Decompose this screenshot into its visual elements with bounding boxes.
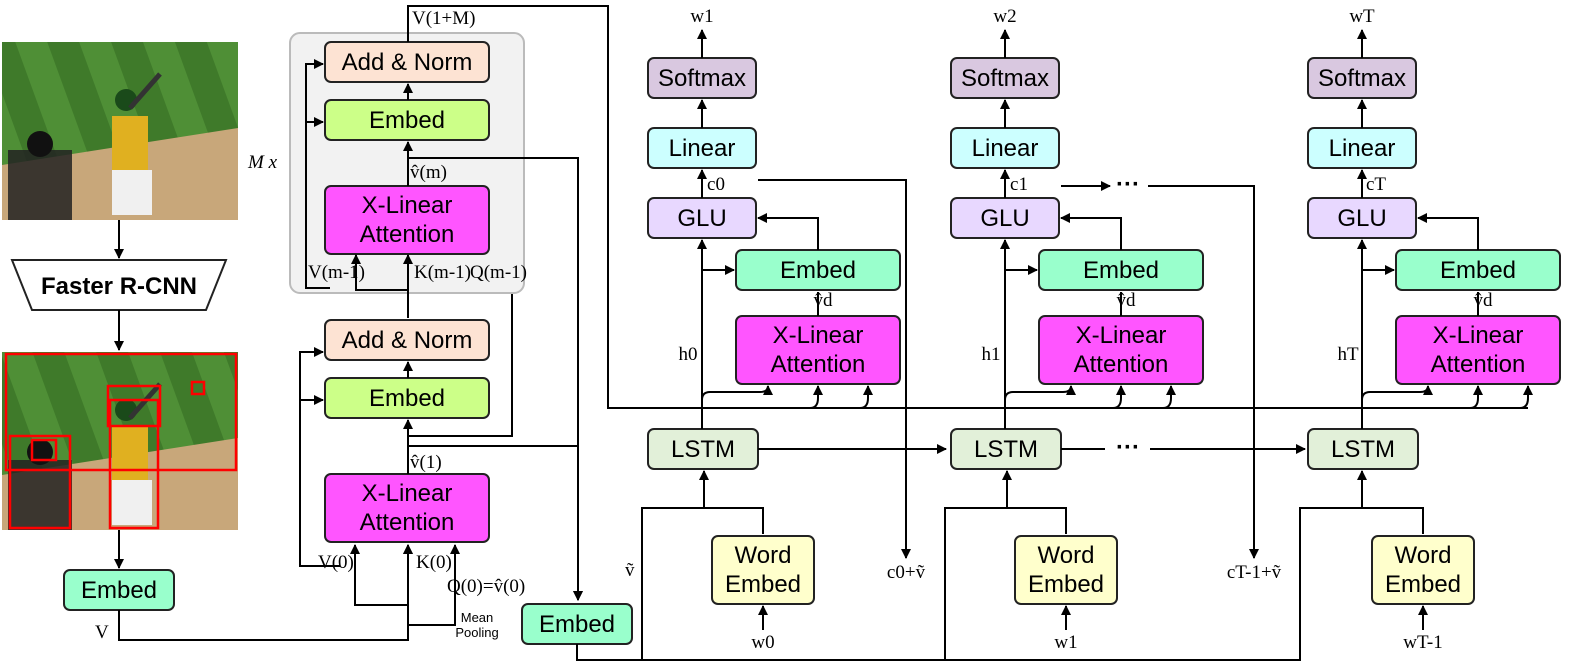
decoder-embed-label: Embed [780,257,856,284]
repeat-count-label: M x [247,152,278,173]
word-embed-box [1371,535,1475,605]
ellipsis-lstm: ··· [1116,434,1140,461]
block1-q-in: Q(0)=v̂(0) [447,576,525,597]
lstm-input-label-2: cT-1+ṽ [1227,562,1282,583]
hidden-state-label: h0 [679,344,698,365]
final-features-label: V(1+M) [412,8,476,29]
decoder-attention-line2: Attention [1074,351,1169,378]
faster-rcnn-block: Faster R-CNN [10,259,228,311]
blockm-attention-label-line1: X-Linear [362,192,453,219]
glu-label: GLU [677,205,726,232]
word-embed-box [711,535,815,605]
glu-label: GLU [1337,205,1386,232]
context-label: c1 [1010,174,1028,195]
block1-v-out: v̂(1) [410,452,442,473]
softmax-label: Softmax [1318,65,1406,92]
blockm-q-in: Q(m-1) [470,262,527,283]
output-word-label: w1 [690,6,713,27]
decoder-attention-line2: Attention [771,351,866,378]
vd-label: v̂d [814,290,834,311]
features-v-label: V [95,622,109,643]
blockm-v-out: v̂(m) [410,162,447,183]
decoder: SoftmaxLinearGLUEmbedX-LinearAttentionLS… [647,6,1561,653]
decoder-embed-label: Embed [1083,257,1159,284]
output-word-label: wT [1349,6,1375,27]
input-word-label: w0 [751,632,774,653]
hidden-state-label: hT [1337,344,1359,365]
output-word-label: w2 [993,6,1016,27]
lstm-input-label-1: c0+ṽ [887,562,926,583]
blockm-attention-label-line2: Attention [360,221,455,248]
vd-label: v̂d [1474,290,1494,311]
linear-label: Linear [972,135,1039,162]
linear-label: Linear [669,135,736,162]
word-embed-box [1014,535,1118,605]
decoder-embed-label: Embed [1440,257,1516,284]
block1-k-in: K(0) [416,552,452,573]
word-embed-line1: Word [735,542,792,569]
input-word-label: wT-1 [1403,632,1442,653]
lstm-label: LSTM [671,436,735,463]
region-embed-label: Embed [81,577,157,604]
lstm-label: LSTM [1331,436,1395,463]
blockm-embed-label: Embed [369,107,445,134]
linear-label: Linear [1329,135,1396,162]
global-feature-label: ṽ [625,560,635,581]
word-embed-line1: Word [1395,542,1452,569]
region-embed-block: Embed [63,569,175,611]
word-embed-line2: Embed [1028,571,1104,598]
context-label: cT [1366,174,1386,195]
pooling-label-line2: Pooling [455,625,498,640]
decoder-step-1: SoftmaxLinearGLUEmbedX-LinearAttentionLS… [950,6,1204,653]
ellipsis-context: ··· [1116,171,1140,198]
word-embed-line2: Embed [1385,571,1461,598]
context-label: c0 [707,174,725,195]
decoder-attention-line1: X-Linear [1433,322,1524,349]
decoder-step-2: SoftmaxLinearGLUEmbedX-LinearAttentionLS… [1307,6,1561,653]
input-image [2,42,238,220]
detected-image [2,352,238,530]
decoder-step-0: SoftmaxLinearGLUEmbedX-LinearAttentionLS… [647,6,901,653]
blockm-v-in: V(m-1) [308,262,365,283]
block1-attention-label-line1: X-Linear [362,480,453,507]
block1-attention-label-line2: Attention [360,509,455,536]
decoder-attention-line2: Attention [1431,351,1526,378]
global-embed-block: Embed [521,603,633,645]
lstm-label: LSTM [974,436,1038,463]
word-embed-line1: Word [1038,542,1095,569]
block1-norm-label: Add & Norm [342,327,473,354]
pooling-label-line1: Mean [461,610,494,625]
blockm-k-in: K(m-1) [414,262,471,283]
encoder-block-1: X-Linear Attention Embed Add & Norm [324,319,490,543]
block1-v-in: V(0) [318,552,354,573]
faster-rcnn-label: Faster R-CNN [41,273,197,300]
word-embed-line2: Embed [725,571,801,598]
glu-label: GLU [980,205,1029,232]
global-embed-label: Embed [539,611,615,638]
softmax-label: Softmax [658,65,746,92]
decoder-attention-line1: X-Linear [773,322,864,349]
block1-embed-label: Embed [369,385,445,412]
hidden-state-label: h1 [982,344,1001,365]
input-word-label: w1 [1054,632,1077,653]
decoder-attention-line1: X-Linear [1076,322,1167,349]
vd-label: v̂d [1117,290,1137,311]
blockm-norm-label: Add & Norm [342,49,473,76]
softmax-label: Softmax [961,65,1049,92]
